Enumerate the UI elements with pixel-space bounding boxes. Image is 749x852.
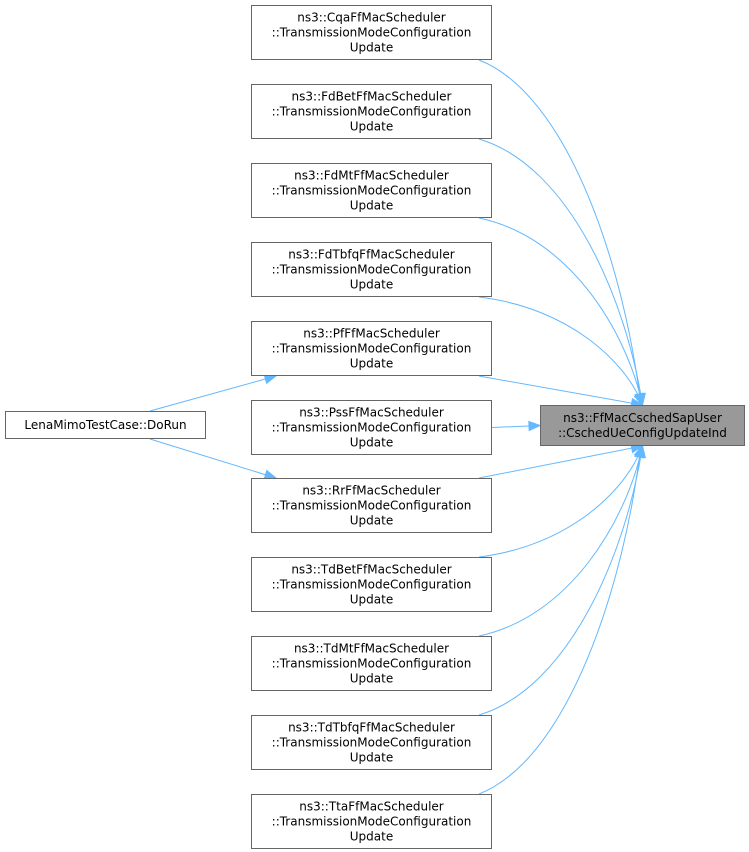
- node-label-line: Update: [350, 199, 393, 213]
- edge-fdbet-to-target: [478, 138, 643, 406]
- node-label-line: ::TransmissionModeConfiguration: [272, 26, 472, 40]
- node-tdbet[interactable]: ns3::TdBetFfMacScheduler::TransmissionMo…: [251, 557, 492, 612]
- arrowhead-icon: [528, 420, 542, 432]
- node-label-line: Update: [350, 751, 393, 765]
- node-label-line: ::TransmissionModeConfiguration: [272, 815, 472, 829]
- node-label-line: ::TransmissionModeConfiguration: [272, 342, 472, 356]
- edge-tta-to-target: [478, 445, 642, 795]
- node-label-line: Update: [350, 593, 393, 607]
- node-target[interactable]: ns3::FfMacCschedSapUser::CschedUeConfigU…: [540, 405, 745, 446]
- node-cqa[interactable]: ns3::CqaFfMacScheduler::TransmissionMode…: [251, 5, 492, 60]
- node-label-line: ::TransmissionModeConfiguration: [272, 263, 472, 277]
- node-label-line: ::TransmissionModeConfiguration: [272, 184, 472, 198]
- edge-cqa-to-target: [478, 59, 642, 406]
- node-label-line: Update: [350, 357, 393, 371]
- node-label-line: ::CschedUeConfigUpdateInd: [558, 426, 727, 440]
- node-tta[interactable]: ns3::TtaFfMacScheduler::TransmissionMode…: [251, 794, 492, 849]
- arrowhead-icon: [263, 469, 278, 480]
- node-box: [251, 557, 492, 612]
- node-box: [251, 794, 492, 849]
- node-box: [251, 84, 492, 139]
- edge-pf-to-target: [478, 375, 643, 406]
- node-label-line: ::TransmissionModeConfiguration: [272, 578, 472, 592]
- node-label-line: LenaMimoTestCase::DoRun: [24, 418, 186, 432]
- node-label-line: ns3::TdTbfqFfMacScheduler: [288, 721, 455, 735]
- node-fdbet[interactable]: ns3::FdBetFfMacScheduler::TransmissionMo…: [251, 84, 492, 139]
- node-rr[interactable]: ns3::RrFfMacScheduler::TransmissionModeC…: [251, 478, 492, 533]
- arrowhead-icon: [633, 392, 644, 407]
- node-box: [540, 405, 745, 446]
- node-label-line: ns3::TdBetFfMacScheduler: [291, 563, 451, 577]
- node-box: [251, 242, 492, 297]
- edge-caller-to-pf: [149, 375, 277, 412]
- node-label-line: Update: [350, 830, 393, 844]
- node-label-line: ns3::FdBetFfMacScheduler: [292, 90, 452, 104]
- node-box: [251, 478, 492, 533]
- node-label-line: ns3::FfMacCschedSapUser: [563, 411, 722, 425]
- node-layer: ns3::CqaFfMacScheduler::TransmissionMode…: [5, 5, 745, 849]
- node-tdmt[interactable]: ns3::TdMtFfMacScheduler::TransmissionMod…: [251, 636, 492, 691]
- node-label-line: ::TransmissionModeConfiguration: [272, 421, 472, 435]
- edge-tdmt-to-target: [478, 445, 643, 637]
- node-label-line: Update: [350, 672, 393, 686]
- node-label-line: ::TransmissionModeConfiguration: [272, 105, 472, 119]
- node-box: [251, 400, 492, 455]
- node-label-line: ::TransmissionModeConfiguration: [272, 657, 472, 671]
- node-label-line: ns3::FdTbfqFfMacScheduler: [288, 248, 454, 262]
- node-tdtbfq[interactable]: ns3::TdTbfqFfMacScheduler::TransmissionM…: [251, 715, 492, 770]
- node-pss[interactable]: ns3::PssFfMacScheduler::TransmissionMode…: [251, 400, 492, 455]
- arrowhead-icon: [634, 444, 645, 459]
- node-label-line: ns3::TdMtFfMacScheduler: [294, 642, 449, 656]
- node-label-line: ::TransmissionModeConfiguration: [272, 499, 472, 513]
- edge-fdtbfq-to-target: [478, 296, 643, 406]
- node-pf[interactable]: ns3::PfFfMacScheduler::TransmissionModeC…: [251, 321, 492, 376]
- node-fdmt[interactable]: ns3::FdMtFfMacScheduler::TransmissionMod…: [251, 163, 492, 218]
- node-label-line: ns3::RrFfMacScheduler: [302, 484, 440, 498]
- node-box: [251, 715, 492, 770]
- node-label-line: ::TransmissionModeConfiguration: [272, 736, 472, 750]
- node-label-line: Update: [350, 278, 393, 292]
- node-fdtbfq[interactable]: ns3::FdTbfqFfMacScheduler::TransmissionM…: [251, 242, 492, 297]
- edge-rr-to-target: [478, 445, 643, 479]
- node-label-line: ns3::TtaFfMacScheduler: [299, 800, 444, 814]
- edge-tdbet-to-target: [478, 445, 643, 558]
- node-caller[interactable]: LenaMimoTestCase::DoRun: [5, 411, 206, 439]
- node-label-line: ns3::FdMtFfMacScheduler: [294, 169, 449, 183]
- node-box: [251, 163, 492, 218]
- node-box: [251, 5, 492, 60]
- node-label-line: Update: [350, 514, 393, 528]
- node-box: [251, 321, 492, 376]
- edge-caller-to-rr: [149, 438, 277, 479]
- edge-layer: [149, 59, 646, 795]
- node-box: [5, 411, 206, 439]
- edge-tdtbfq-to-target: [478, 445, 643, 716]
- node-label-line: Update: [350, 41, 393, 55]
- node-label-line: ns3::PssFfMacScheduler: [299, 406, 444, 420]
- edge-fdmt-to-target: [478, 217, 643, 406]
- node-label-line: Update: [350, 436, 393, 450]
- node-label-line: Update: [350, 120, 393, 134]
- node-box: [251, 636, 492, 691]
- node-label-line: ns3::PfFfMacScheduler: [303, 327, 440, 341]
- node-label-line: ns3::CqaFfMacScheduler: [297, 11, 446, 25]
